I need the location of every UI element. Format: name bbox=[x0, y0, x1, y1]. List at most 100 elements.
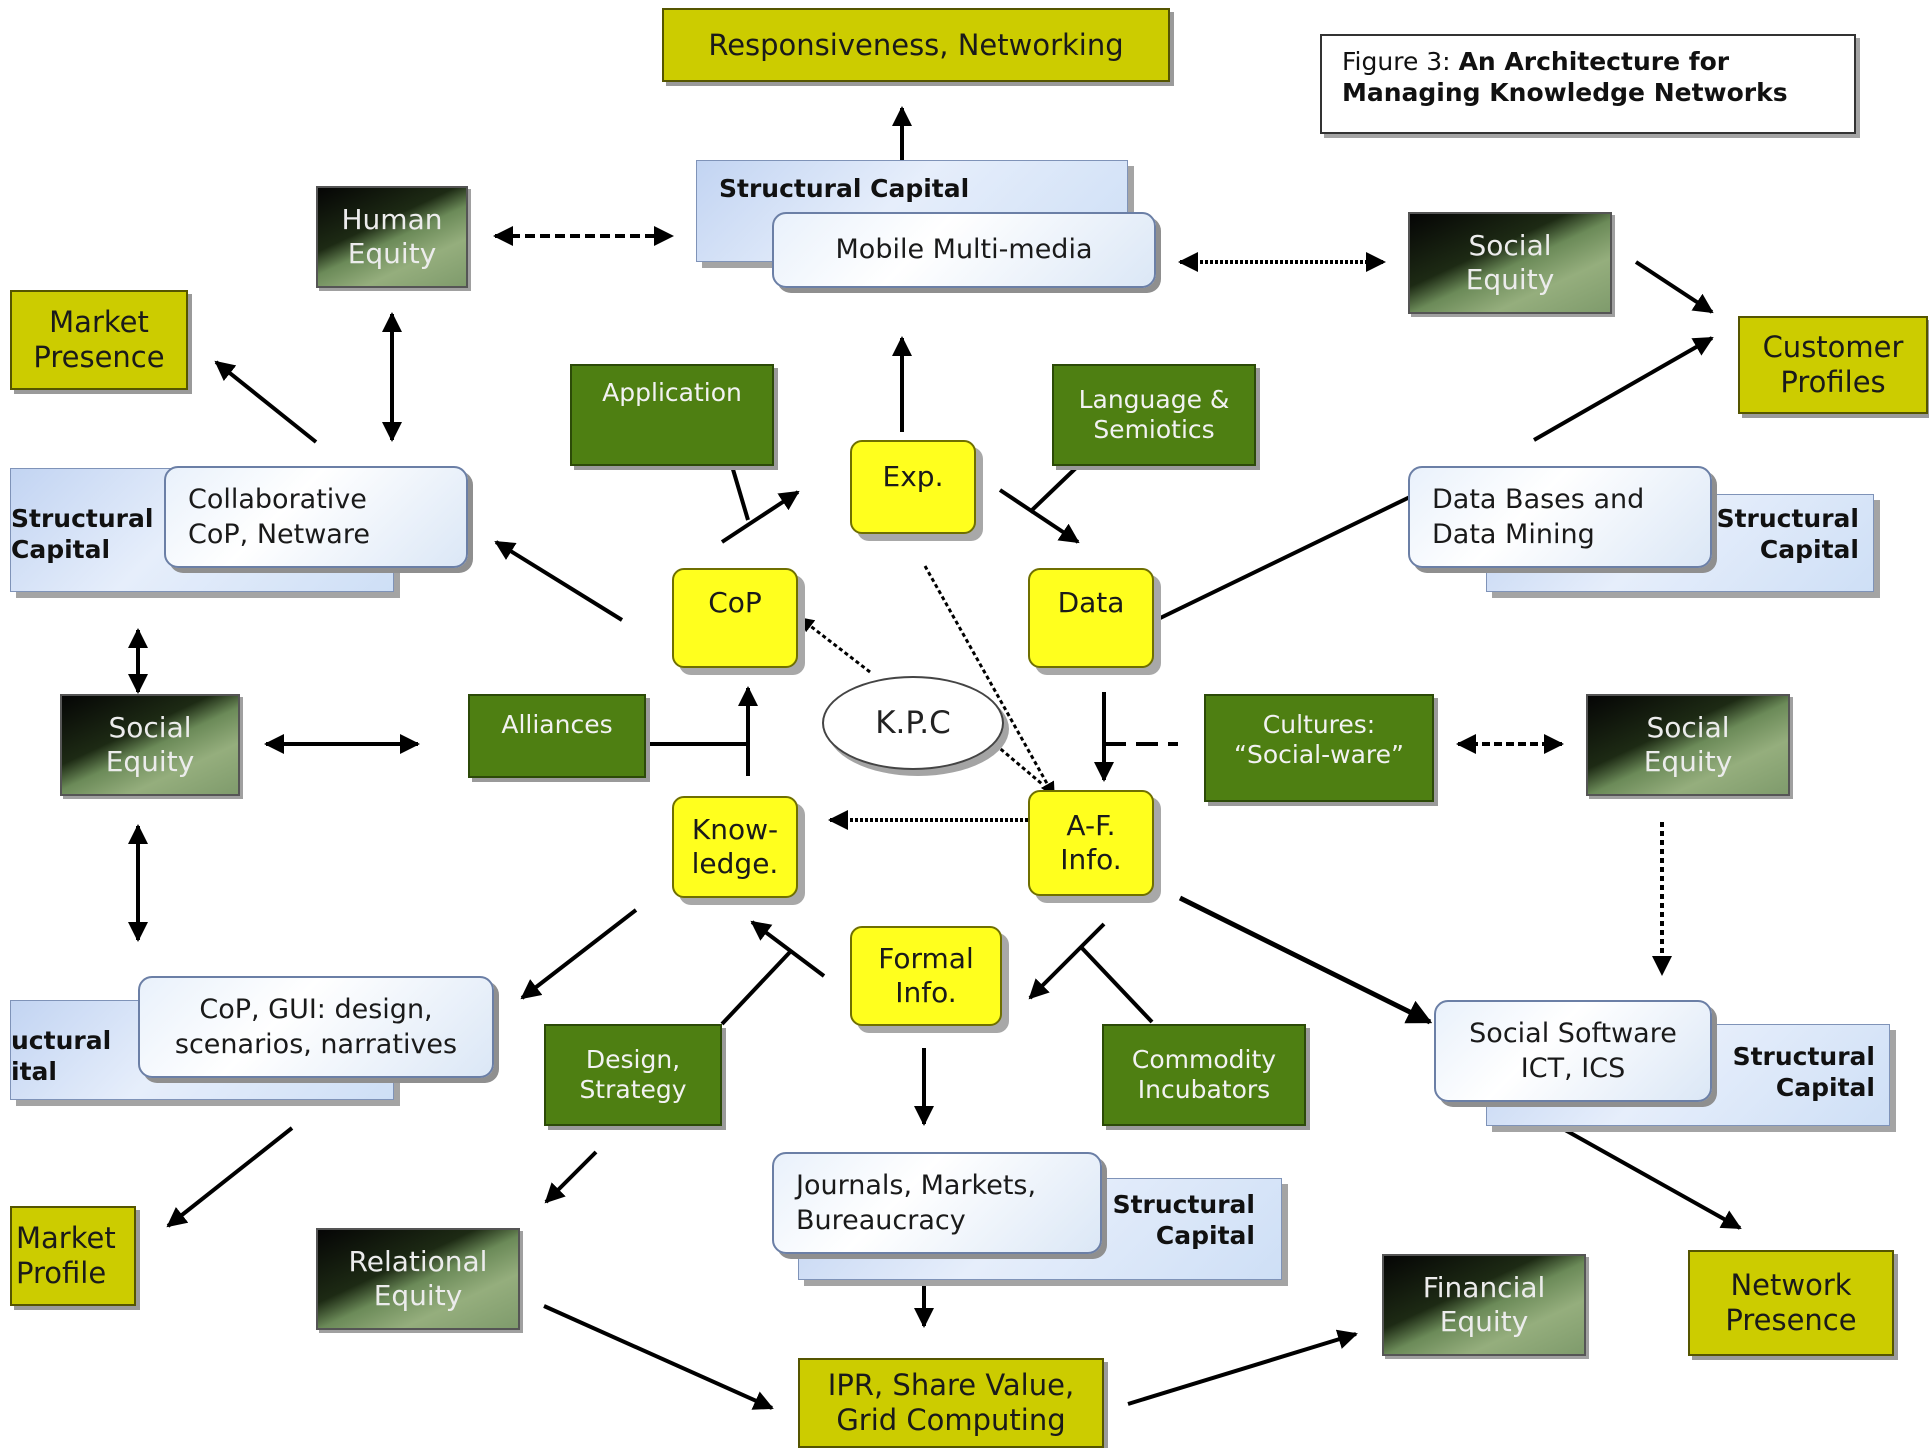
social-equity-top-right-line1: Social bbox=[1468, 229, 1552, 263]
commodity-incubators-box: Commodity Incubators bbox=[1102, 1024, 1306, 1126]
arrow-ipr-financial bbox=[1127, 1329, 1358, 1406]
arrow-collab-market bbox=[214, 360, 318, 444]
market-presence-box: Market Presence bbox=[10, 290, 188, 390]
structural-capital-left-line1: Structural bbox=[11, 504, 154, 533]
structural-capital-journals-line1: Structural bbox=[1112, 1190, 1255, 1219]
caption-title-line2: Managing Knowledge Networks bbox=[1342, 78, 1788, 108]
cultures-line2: “Social-ware” bbox=[1234, 740, 1404, 769]
network-presence-box: Network Presence bbox=[1688, 1250, 1894, 1356]
social-equity-left-line2: Equity bbox=[105, 745, 195, 778]
structural-capital-top-label: Structural Capital bbox=[719, 174, 970, 203]
line-commodity-pointer bbox=[1078, 944, 1154, 1024]
arrow-cop-collab bbox=[494, 540, 624, 622]
cop-label: CoP bbox=[708, 586, 762, 619]
relational-equity-line2: Equity bbox=[373, 1279, 463, 1312]
alliances-box: Alliances bbox=[468, 694, 646, 778]
structural-capital-journals-line2: Capital bbox=[1155, 1221, 1255, 1251]
structural-capital-left-line2: Capital bbox=[11, 535, 111, 565]
customer-profiles-box: Customer Profiles bbox=[1738, 316, 1928, 414]
collaborative-panel: Collaborative CoP, Netware bbox=[164, 466, 468, 568]
social-equity-top-right-line2: Equity bbox=[1465, 263, 1555, 296]
social-software-line2: ICT, ICS bbox=[1520, 1053, 1626, 1084]
formal-info-line1: Formal bbox=[878, 942, 974, 976]
social-software-panel: Social Software ICT, ICS bbox=[1434, 1000, 1712, 1102]
formal-info-line2: Info. bbox=[895, 976, 957, 1009]
relational-equity-box: Relational Equity bbox=[316, 1228, 520, 1330]
arrow-design-relational bbox=[544, 1150, 598, 1204]
cultures-line1: Cultures: bbox=[1262, 710, 1376, 739]
market-profile-box: Market Profile bbox=[10, 1206, 136, 1306]
structural-capital-gui-line1: uctural bbox=[11, 1026, 112, 1055]
af-info-box: A-F. Info. bbox=[1028, 790, 1154, 896]
knowledge-line1: Know- bbox=[691, 813, 779, 847]
figure-caption: Figure 3: An Architecture for Managing K… bbox=[1320, 34, 1856, 134]
application-box: Application bbox=[570, 364, 774, 466]
arrow-formal-knowledge bbox=[750, 920, 826, 978]
arrow-social-customer bbox=[1634, 260, 1714, 314]
design-line2: Strategy bbox=[579, 1075, 687, 1104]
af-info-line2: Info. bbox=[1060, 843, 1122, 876]
customer-profiles-line2: Profiles bbox=[1780, 365, 1886, 399]
human-equity-line1: Human bbox=[341, 203, 443, 237]
af-info-line1: A-F. bbox=[1066, 809, 1116, 843]
financial-equity-line2: Equity bbox=[1439, 1305, 1529, 1338]
market-presence-line1: Market bbox=[49, 305, 149, 340]
line-application-pointer bbox=[730, 465, 750, 521]
structural-capital-gui-line2: ital bbox=[11, 1057, 57, 1087]
arrow-exp-data bbox=[998, 488, 1080, 544]
caption-prefix: Figure 3: bbox=[1342, 47, 1459, 76]
arrow-af-socialsoftware bbox=[1178, 895, 1433, 1025]
data-label: Data bbox=[1057, 586, 1125, 619]
social-software-line1: Social Software bbox=[1469, 1017, 1677, 1049]
journals-line2: Bureaucracy bbox=[796, 1205, 966, 1236]
commodity-line2: Incubators bbox=[1137, 1075, 1271, 1104]
social-equity-right-box: Social Equity bbox=[1586, 694, 1790, 796]
journals-panel: Journals, Markets, Bureaucracy bbox=[772, 1152, 1102, 1254]
language-line1: Language & bbox=[1078, 385, 1230, 414]
structural-capital-databases-line1: Structural bbox=[1716, 504, 1859, 533]
social-equity-right-line2: Equity bbox=[1643, 745, 1733, 778]
gui-line2: scenarios, narratives bbox=[174, 1029, 458, 1060]
social-equity-right-line1: Social bbox=[1646, 711, 1730, 745]
arrow-cop-exp bbox=[720, 490, 800, 544]
design-line1: Design, bbox=[585, 1045, 681, 1074]
financial-equity-box: Financial Equity bbox=[1382, 1254, 1586, 1356]
databases-panel: Data Bases and Data Mining bbox=[1408, 466, 1712, 568]
cultures-box: Cultures: “Social-ware” bbox=[1204, 694, 1434, 802]
commodity-line1: Commodity bbox=[1131, 1045, 1277, 1074]
language-semiotics-box: Language & Semiotics bbox=[1052, 364, 1256, 466]
social-equity-top-right-box: Social Equity bbox=[1408, 212, 1612, 314]
structural-capital-social-software-line2: Capital bbox=[1775, 1073, 1875, 1103]
databases-line2: Data Mining bbox=[1432, 519, 1595, 550]
mobile-multimedia-label: Mobile Multi-media bbox=[835, 234, 1093, 266]
arrow-kpc-cop bbox=[798, 616, 871, 674]
structural-capital-databases-line2: Capital bbox=[1759, 535, 1859, 565]
collaborative-line1: Collaborative bbox=[188, 483, 367, 515]
application-label: Application bbox=[602, 378, 742, 407]
mobile-multimedia-panel: Mobile Multi-media bbox=[772, 212, 1156, 288]
exp-box: Exp. bbox=[850, 440, 976, 534]
knowledge-line2: ledge. bbox=[691, 847, 779, 880]
ipr-line1: IPR, Share Value, bbox=[827, 1368, 1075, 1403]
arrow-relational-ipr bbox=[543, 1304, 774, 1410]
databases-line1: Data Bases and bbox=[1432, 483, 1645, 515]
structural-capital-social-software-line1: Structural bbox=[1732, 1042, 1875, 1071]
market-profile-line2: Profile bbox=[16, 1256, 107, 1290]
collaborative-line2: CoP, Netware bbox=[188, 519, 370, 550]
gui-panel: CoP, GUI: design, scenarios, narratives bbox=[138, 976, 494, 1078]
line-design-pointer bbox=[720, 950, 792, 1026]
human-equity-line2: Equity bbox=[347, 237, 437, 270]
arrow-exp-af bbox=[923, 565, 1056, 798]
knowledge-box: Know- ledge. bbox=[672, 796, 798, 898]
arrow-af-formal bbox=[1028, 922, 1106, 1000]
design-strategy-box: Design, Strategy bbox=[544, 1024, 722, 1126]
alliances-label: Alliances bbox=[501, 710, 613, 739]
relational-equity-line1: Relational bbox=[348, 1245, 488, 1279]
arrow-databases-customer bbox=[1533, 336, 1714, 442]
data-box: Data bbox=[1028, 568, 1154, 668]
line-kpc-af bbox=[989, 738, 1043, 786]
ipr-box: IPR, Share Value, Grid Computing bbox=[798, 1358, 1104, 1448]
arrow-gui-marketprofile bbox=[166, 1126, 294, 1228]
